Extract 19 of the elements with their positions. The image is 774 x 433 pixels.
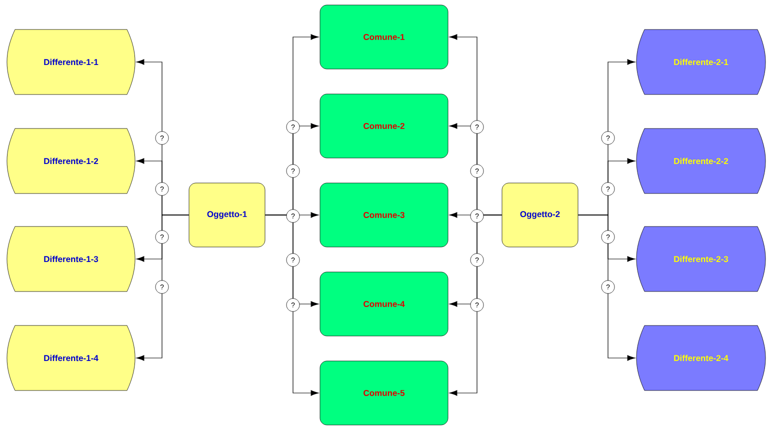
connector-arrow — [136, 214, 190, 361]
curved-box: Differente-2-2 — [636, 128, 766, 194]
curved-box: Differente-1-1 — [6, 29, 136, 95]
connector-arrow — [449, 214, 502, 396]
rounded-box: Comune-5 — [320, 360, 448, 426]
curved-box: Differente-2-3 — [636, 226, 766, 292]
curved-box: Differente-1-4 — [6, 325, 136, 391]
rounded-box: Comune-1 — [320, 4, 448, 70]
rounded-box: Oggetto-1 — [188, 182, 266, 248]
curved-box: Differente-1-3 — [6, 226, 136, 292]
connector-arrow — [264, 214, 319, 396]
curved-box: Differente-1-2 — [6, 128, 136, 194]
rounded-box: Comune-4 — [320, 272, 448, 336]
curved-box: Differente-2-1 — [636, 29, 766, 95]
rounded-box: Comune-3 — [320, 182, 448, 248]
rounded-box: Oggetto-2 — [502, 182, 578, 248]
connector-arrow — [578, 214, 636, 361]
rounded-box: Comune-2 — [320, 94, 448, 158]
curved-box: Differente-2-4 — [636, 325, 766, 391]
